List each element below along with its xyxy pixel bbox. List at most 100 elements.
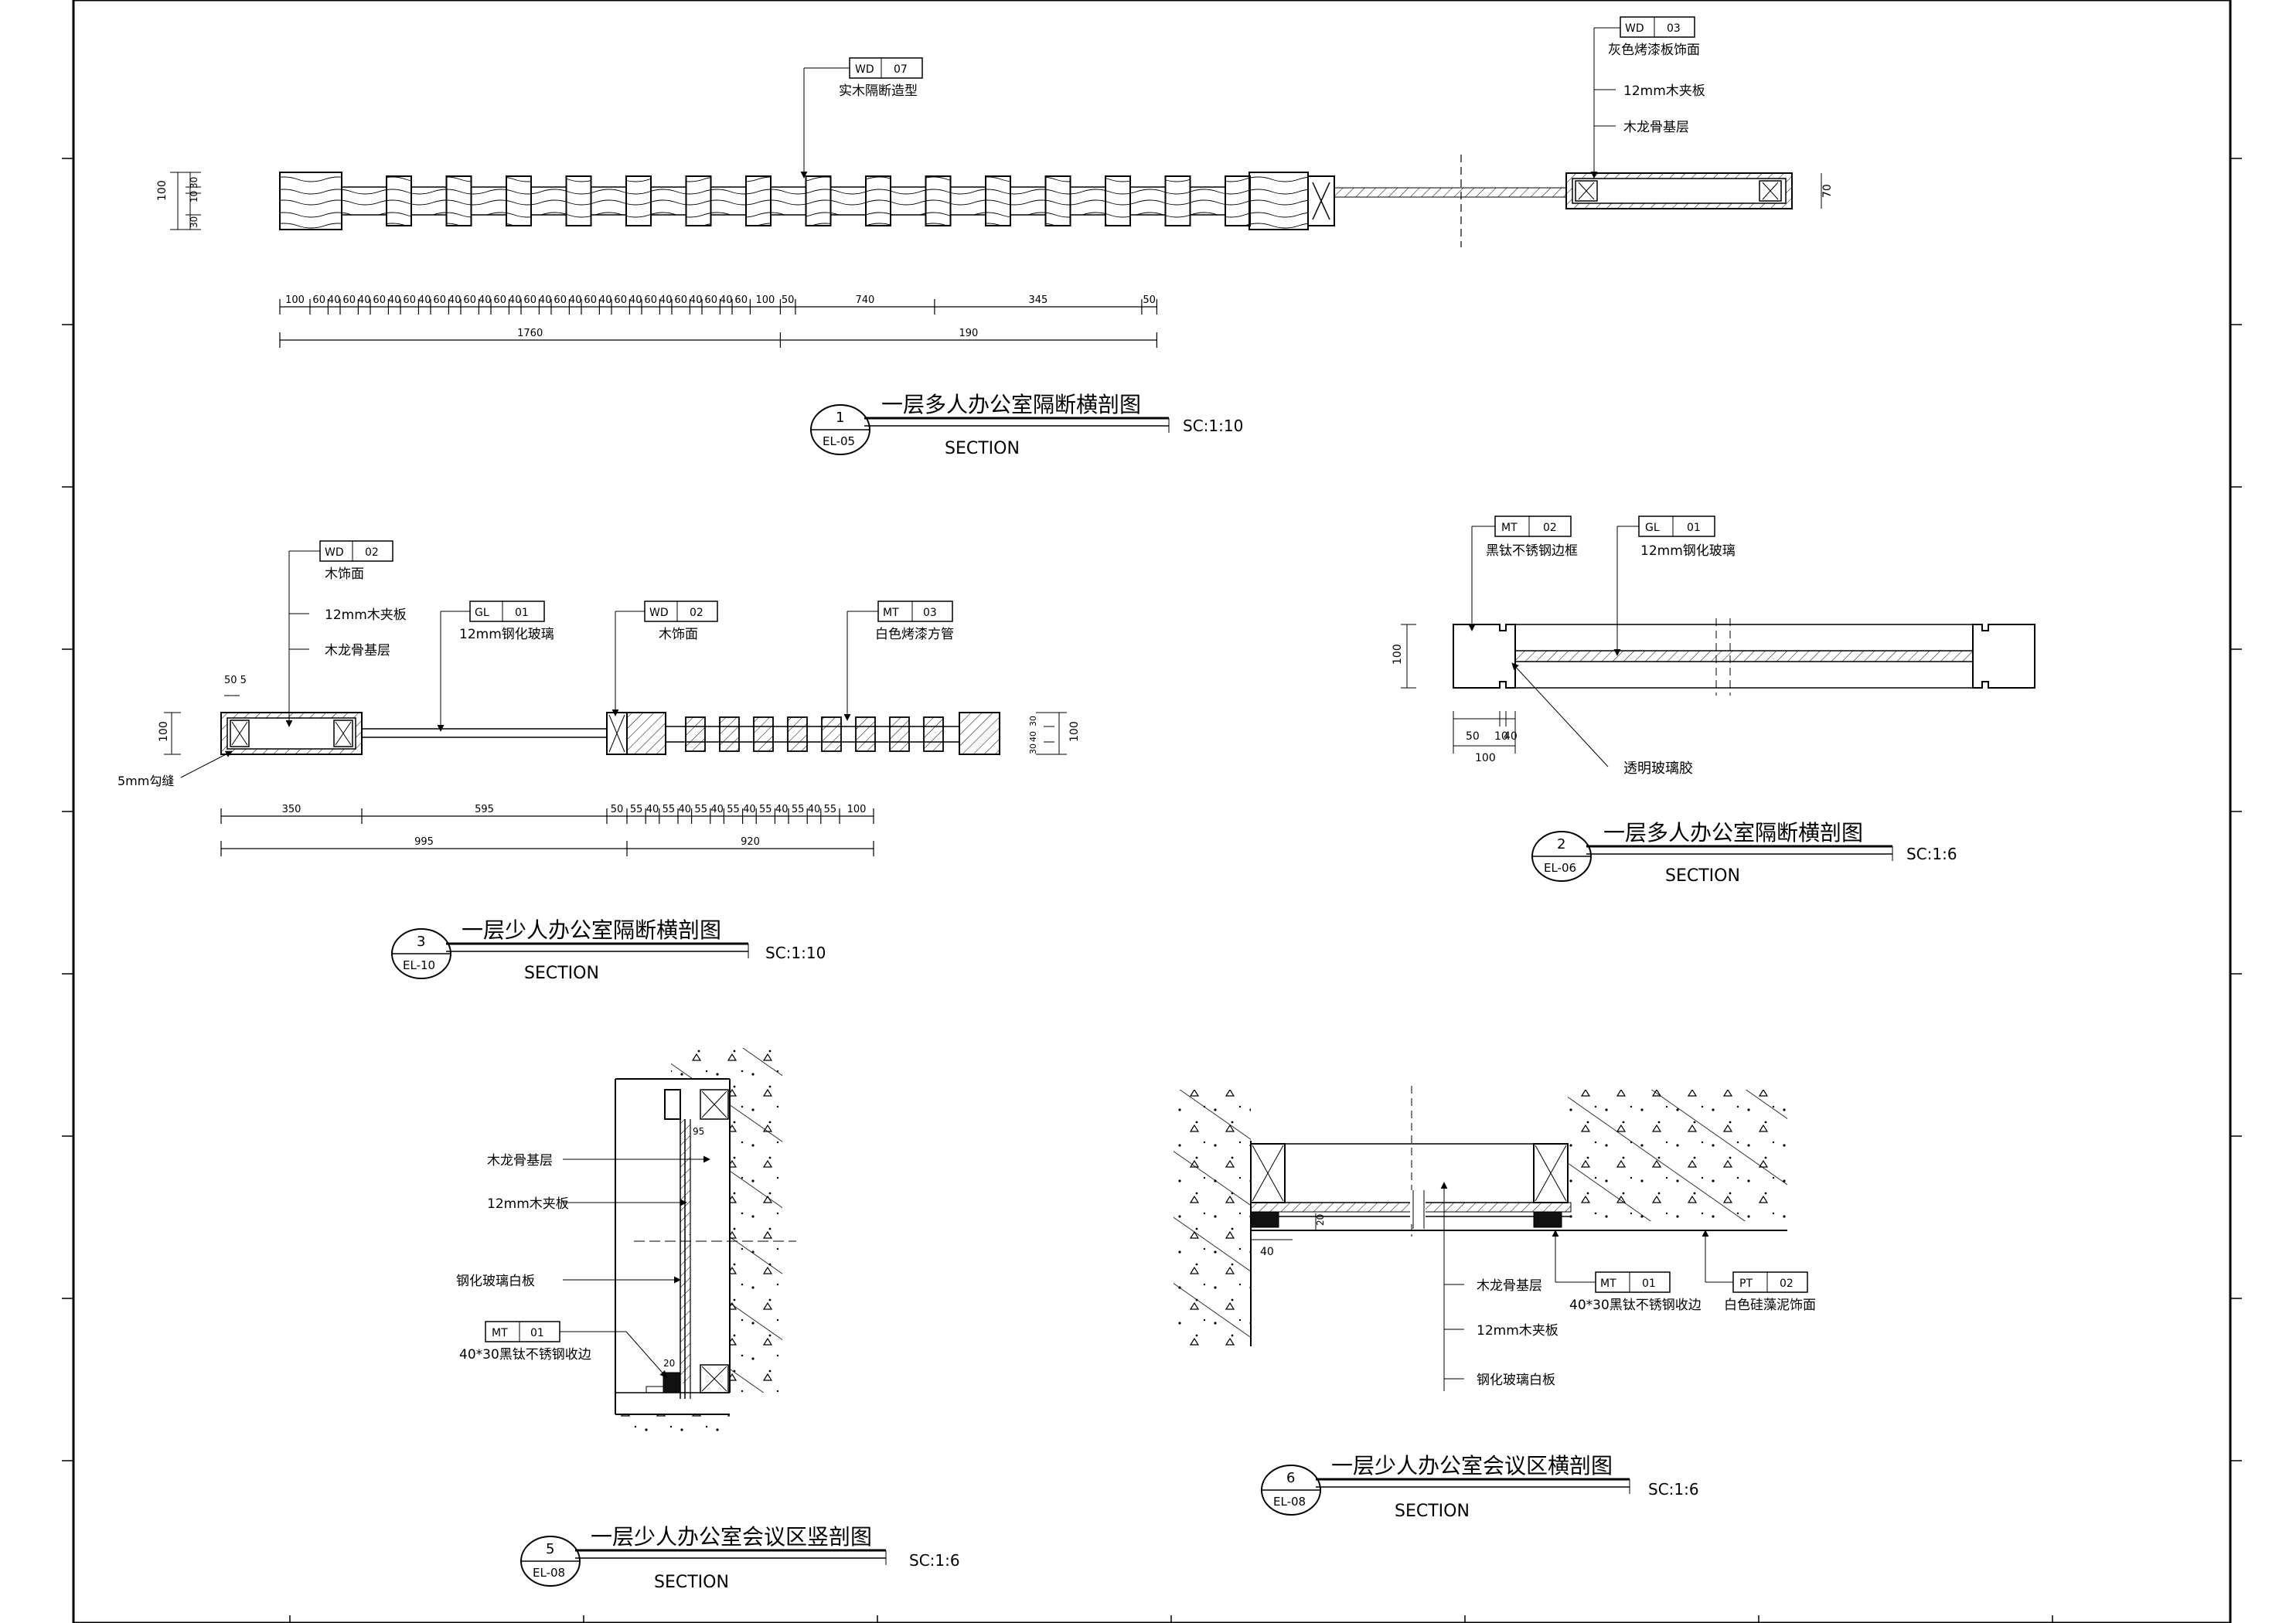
section-number: 2: [1557, 836, 1565, 852]
section-6-title-block: 6 EL-08 一层少人办公室会议区横剖图 SECTION SC:1:6: [1261, 1453, 1699, 1521]
fin: [855, 716, 876, 752]
section-3-drawing: [164, 695, 1067, 755]
dimension-label: 60: [342, 294, 356, 306]
dimension-label: 60: [312, 294, 325, 306]
dimension-label: 55: [792, 804, 805, 815]
dimension-label: 995: [414, 836, 434, 848]
section-6-drawing: [1174, 1086, 1787, 1346]
section-3-dim-row2: 995 920: [220, 836, 874, 856]
section-1-dim-row2: 1760 190: [279, 328, 1158, 348]
s3-dim-height: 100: [158, 721, 170, 742]
fin: [923, 716, 944, 752]
dimension-label: 40: [418, 294, 431, 306]
dimension-label: 1760: [517, 328, 543, 339]
section-3-fins: [685, 716, 944, 752]
s1-dim-c: 30: [189, 177, 199, 189]
section-ref: EL-08: [1273, 1495, 1306, 1509]
section-number: 5: [546, 1541, 554, 1557]
section-5-title-block: 5 EL-08 一层少人办公室会议区竖剖图 SECTION SC:1:6: [520, 1524, 960, 1592]
s1-tag-wd07: WD 07 实木隔断造型: [800, 57, 923, 179]
dimension-label: 100: [847, 804, 867, 815]
fin: [753, 716, 774, 752]
section-ref: EL-06: [1544, 861, 1576, 875]
dimension-label: 595: [475, 804, 494, 815]
s3-tag-mt03: MT 03 白色烤漆方管: [843, 601, 954, 721]
tag-num: 02: [365, 546, 379, 559]
tag-text: 40*30黑钛不锈钢收边: [459, 1347, 591, 1363]
s5-dim-b: 20: [663, 1358, 675, 1369]
note-keel: 木龙骨基层: [325, 643, 390, 658]
s2-dim-b: 10: [1494, 730, 1508, 743]
tag-code: WD: [855, 63, 874, 76]
section-1-drawing: [170, 155, 1822, 247]
tag-text: 黑钛不锈钢边框: [1486, 543, 1578, 559]
tag-text: 木饰面: [325, 567, 364, 582]
tag-text: 12mm钢化玻璃: [1640, 543, 1736, 559]
dimension-label: 40: [690, 294, 703, 306]
s1-dim-height: 100: [156, 180, 169, 201]
note-plywood: 12mm木夹板: [325, 607, 407, 623]
tag-num: 03: [923, 607, 937, 619]
tag-num: 07: [894, 63, 908, 76]
section-1-title-block: 1 EL-05 一层多人办公室隔断横剖图 SECTION SC:1:10: [810, 392, 1243, 458]
dimension-label: 40: [569, 294, 582, 306]
section-1-fins: [386, 175, 1251, 226]
tag-num: 02: [1780, 1278, 1794, 1290]
dimension-label: 60: [463, 294, 476, 306]
section-subtitle: SECTION: [1665, 866, 1740, 886]
section-6-notes: 木龙骨基层 12mm木夹板 钢化玻璃白板: [1440, 1182, 1558, 1391]
s1-dim-right: 70: [1821, 184, 1834, 198]
section-number: 1: [836, 410, 844, 426]
dimension-label: 55: [663, 804, 676, 815]
section-ref: EL-10: [403, 958, 435, 972]
fin: [889, 716, 910, 752]
note-whiteboard: 钢化玻璃白板: [1477, 1373, 1555, 1388]
s6-tag-mt01: MT 01 40*30黑钛不锈钢收边: [1552, 1230, 1702, 1313]
dimension-label: 100: [285, 294, 305, 306]
dimension-label: 50: [1143, 294, 1156, 306]
dimension-label: 920: [741, 836, 760, 848]
s1-dim-b: 10: [189, 191, 199, 202]
dimension-label: 40: [775, 804, 789, 815]
dimension-label: 60: [644, 294, 657, 306]
tag-num: 01: [1642, 1278, 1656, 1290]
section-subtitle: SECTION: [654, 1573, 729, 1592]
tag-text: 实木隔断造型: [839, 83, 918, 99]
dimension-label: 40: [479, 294, 492, 306]
dimension-label: 40: [659, 294, 673, 306]
section-subtitle: SECTION: [945, 439, 1020, 458]
dimension-label: 40: [808, 804, 821, 815]
s1-tag-wd03: WD 03 灰色烤漆板饰面 12mm木夹板 木龙骨基层: [1590, 16, 1705, 179]
section-title: 一层多人办公室隔断横剖图: [1603, 820, 1863, 846]
s1-dim-a: 30: [189, 216, 199, 228]
s2-tag-gl01: GL 01 12mm钢化玻璃: [1613, 515, 1736, 656]
section-scale: SC:1:10: [1183, 417, 1243, 435]
section-scale: SC:1:6: [1906, 845, 1957, 863]
dimension-label: 350: [282, 804, 301, 815]
dimension-label: 55: [694, 804, 707, 815]
section-number: 6: [1286, 1470, 1295, 1486]
section-3-title-block: 3 EL-10 一层少人办公室隔断横剖图 SECTION SC:1:10: [391, 917, 826, 983]
dimension-label: 60: [373, 294, 386, 306]
section-title: 一层少人办公室会议区横剖图: [1331, 1453, 1613, 1478]
section-ref: EL-08: [533, 1566, 565, 1580]
tag-code: GL: [475, 607, 489, 619]
s2-dim-a: 50: [1466, 730, 1480, 743]
tag-code: WD: [1625, 22, 1644, 35]
tag-num: 01: [530, 1327, 544, 1339]
section-3-side-dims: 50 5 100 30 40 30 100: [158, 675, 1081, 754]
dimension-label: 60: [493, 294, 506, 306]
section-5-drawing: [615, 1048, 796, 1438]
dimension-label: 60: [614, 294, 627, 306]
s2-dim-c: 40: [1504, 730, 1518, 743]
tag-text: 灰色烤漆板饰面: [1608, 43, 1700, 58]
dimension-label: 190: [959, 328, 978, 339]
dimension-label: 60: [403, 294, 416, 306]
dimension-label: 40: [328, 294, 341, 306]
s2-note-glue: 透明玻璃胶: [1511, 662, 1693, 777]
dimension-label: 40: [509, 294, 522, 306]
note-plywood: 12mm木夹板: [1623, 83, 1705, 99]
tag-code: MT: [1600, 1278, 1616, 1290]
